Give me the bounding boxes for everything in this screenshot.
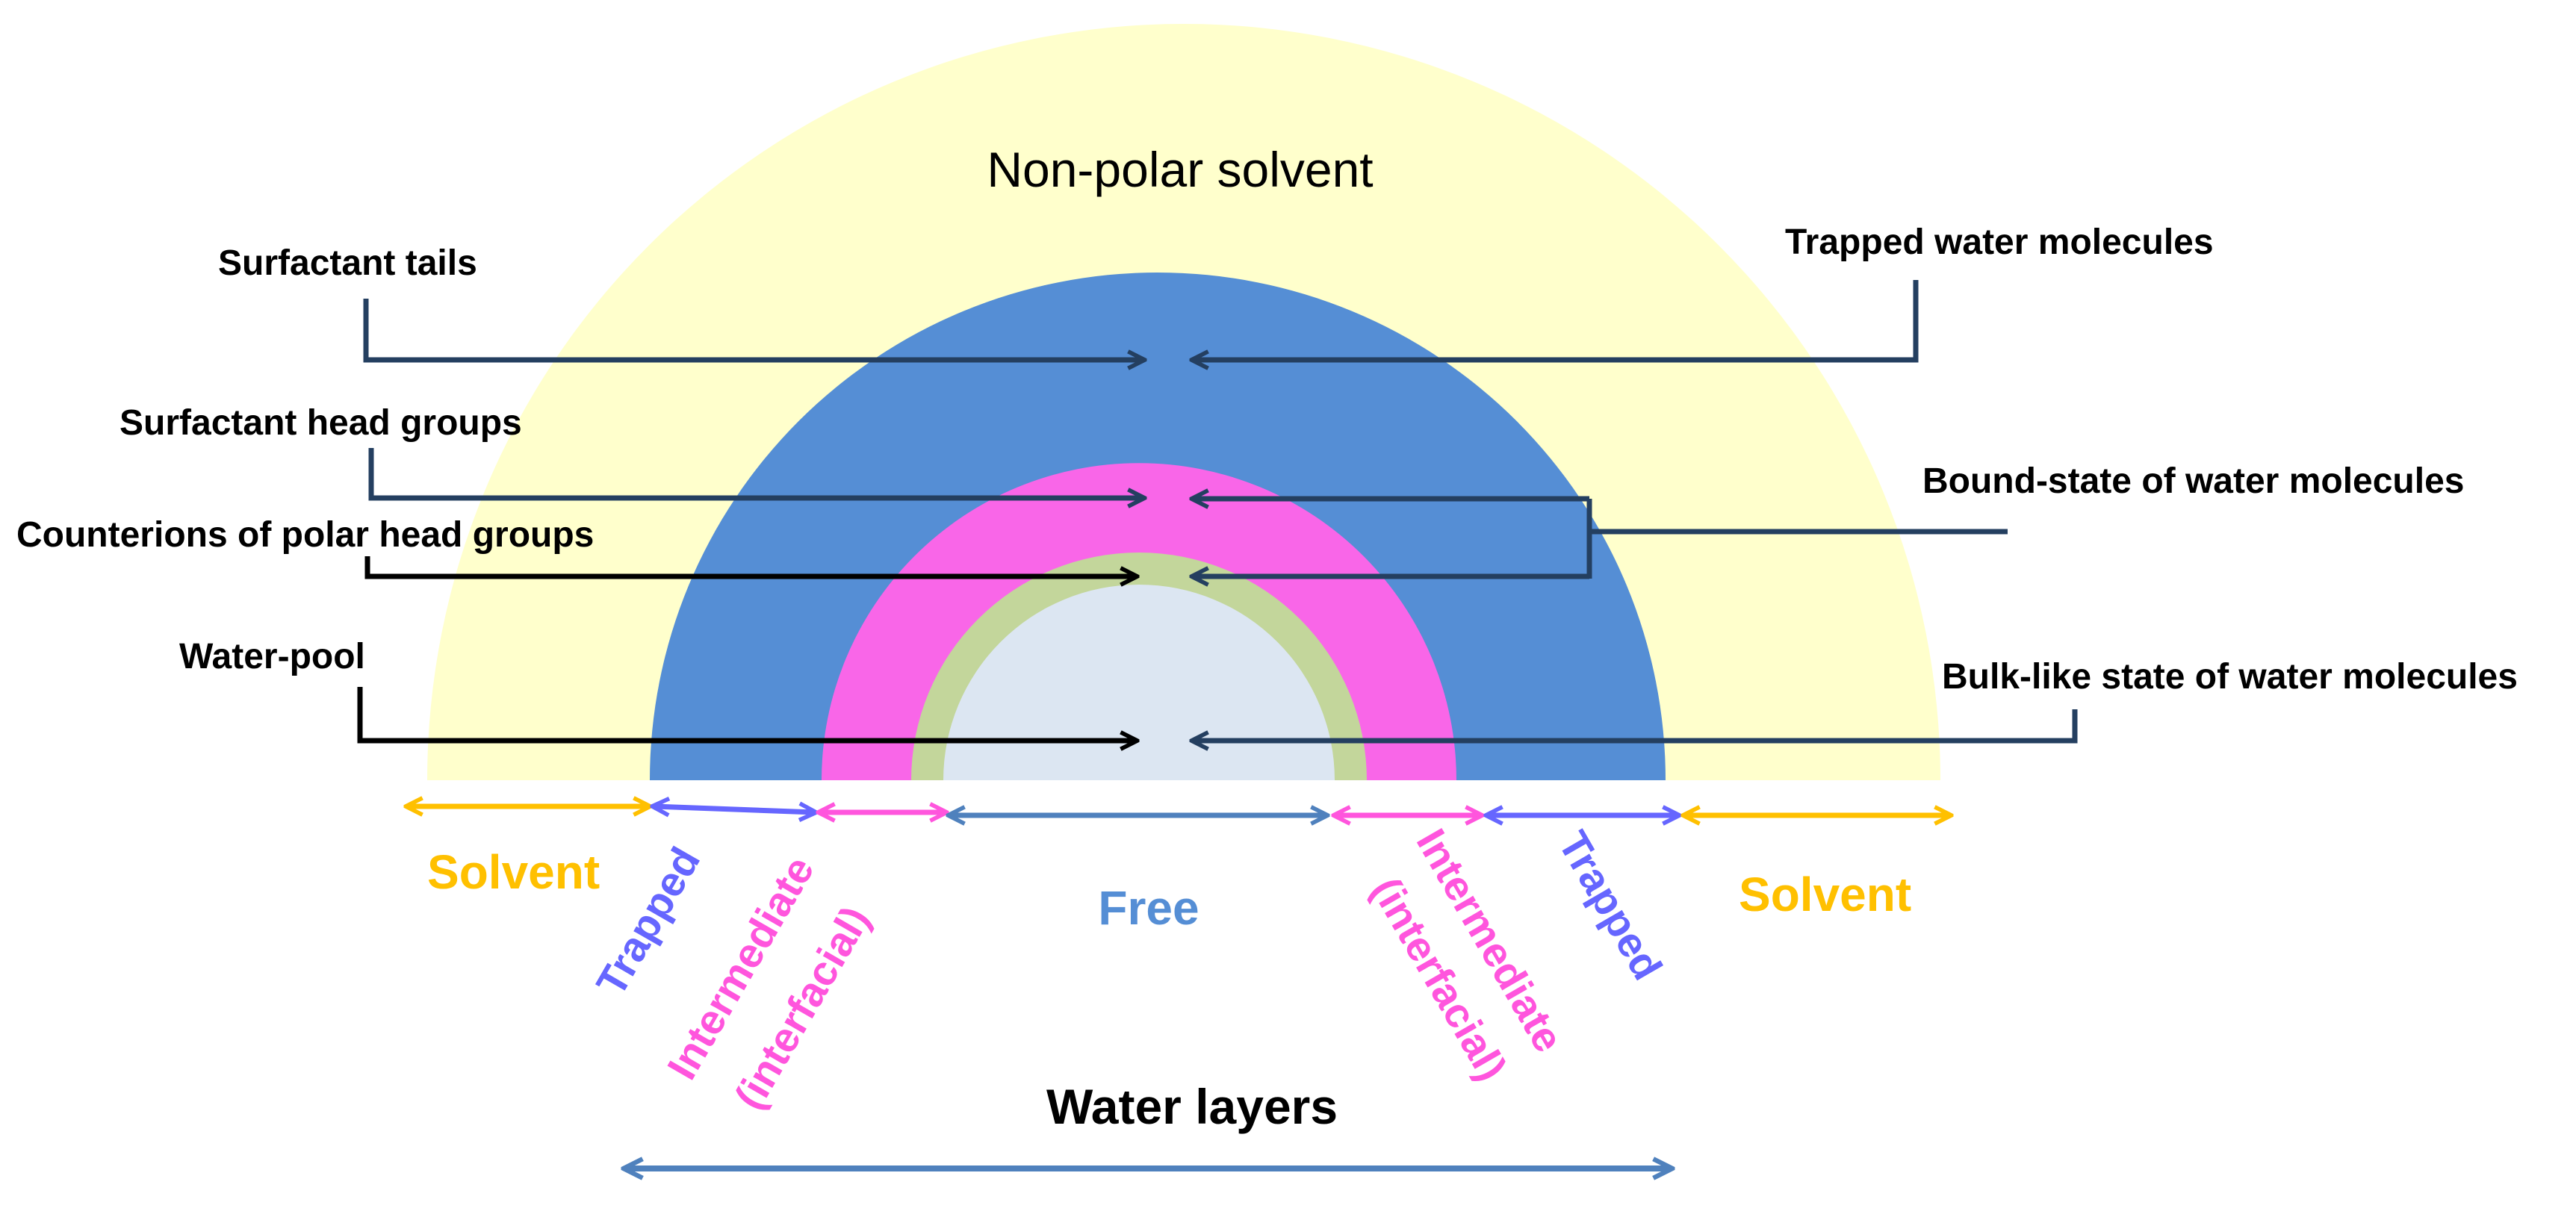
label-surfactant-head-groups: Surfactant head groups bbox=[120, 403, 522, 443]
label-counterions: Counterions of polar head groups bbox=[16, 515, 594, 555]
arrow-bulk-water bbox=[1194, 709, 2078, 741]
arrow-bound-water-top bbox=[1194, 499, 1592, 579]
arrow-counterions bbox=[364, 556, 1135, 576]
label-trapped-water: Trapped water molecules bbox=[1785, 222, 2214, 262]
arrow-head-groups bbox=[368, 448, 1143, 498]
label-water-pool: Water-pool bbox=[179, 637, 365, 676]
arrow-surfactant-tails bbox=[363, 299, 1143, 360]
zone-solvent-right: Solvent bbox=[1739, 868, 1911, 921]
label-surfactant-tails: Surfactant tails bbox=[218, 243, 477, 283]
water-pool-region bbox=[943, 585, 1335, 780]
arrow-water-pool bbox=[357, 687, 1135, 741]
water-layers-title: Water layers bbox=[1046, 1079, 1338, 1134]
span-trapped-left bbox=[654, 806, 814, 812]
zone-free: Free bbox=[1098, 881, 1199, 935]
zone-solvent-left: Solvent bbox=[427, 845, 600, 899]
solvent-title: Non-polar solvent bbox=[987, 142, 1373, 197]
label-bound-water: Bound-state of water molecules bbox=[1922, 461, 2464, 501]
arrow-trapped-water bbox=[1194, 280, 1919, 360]
zone-trapped-left: Trapped bbox=[587, 839, 709, 1003]
label-bulk-water: Bulk-like state of water molecules bbox=[1942, 657, 2518, 697]
zone-trapped-right: Trapped bbox=[1550, 824, 1672, 988]
